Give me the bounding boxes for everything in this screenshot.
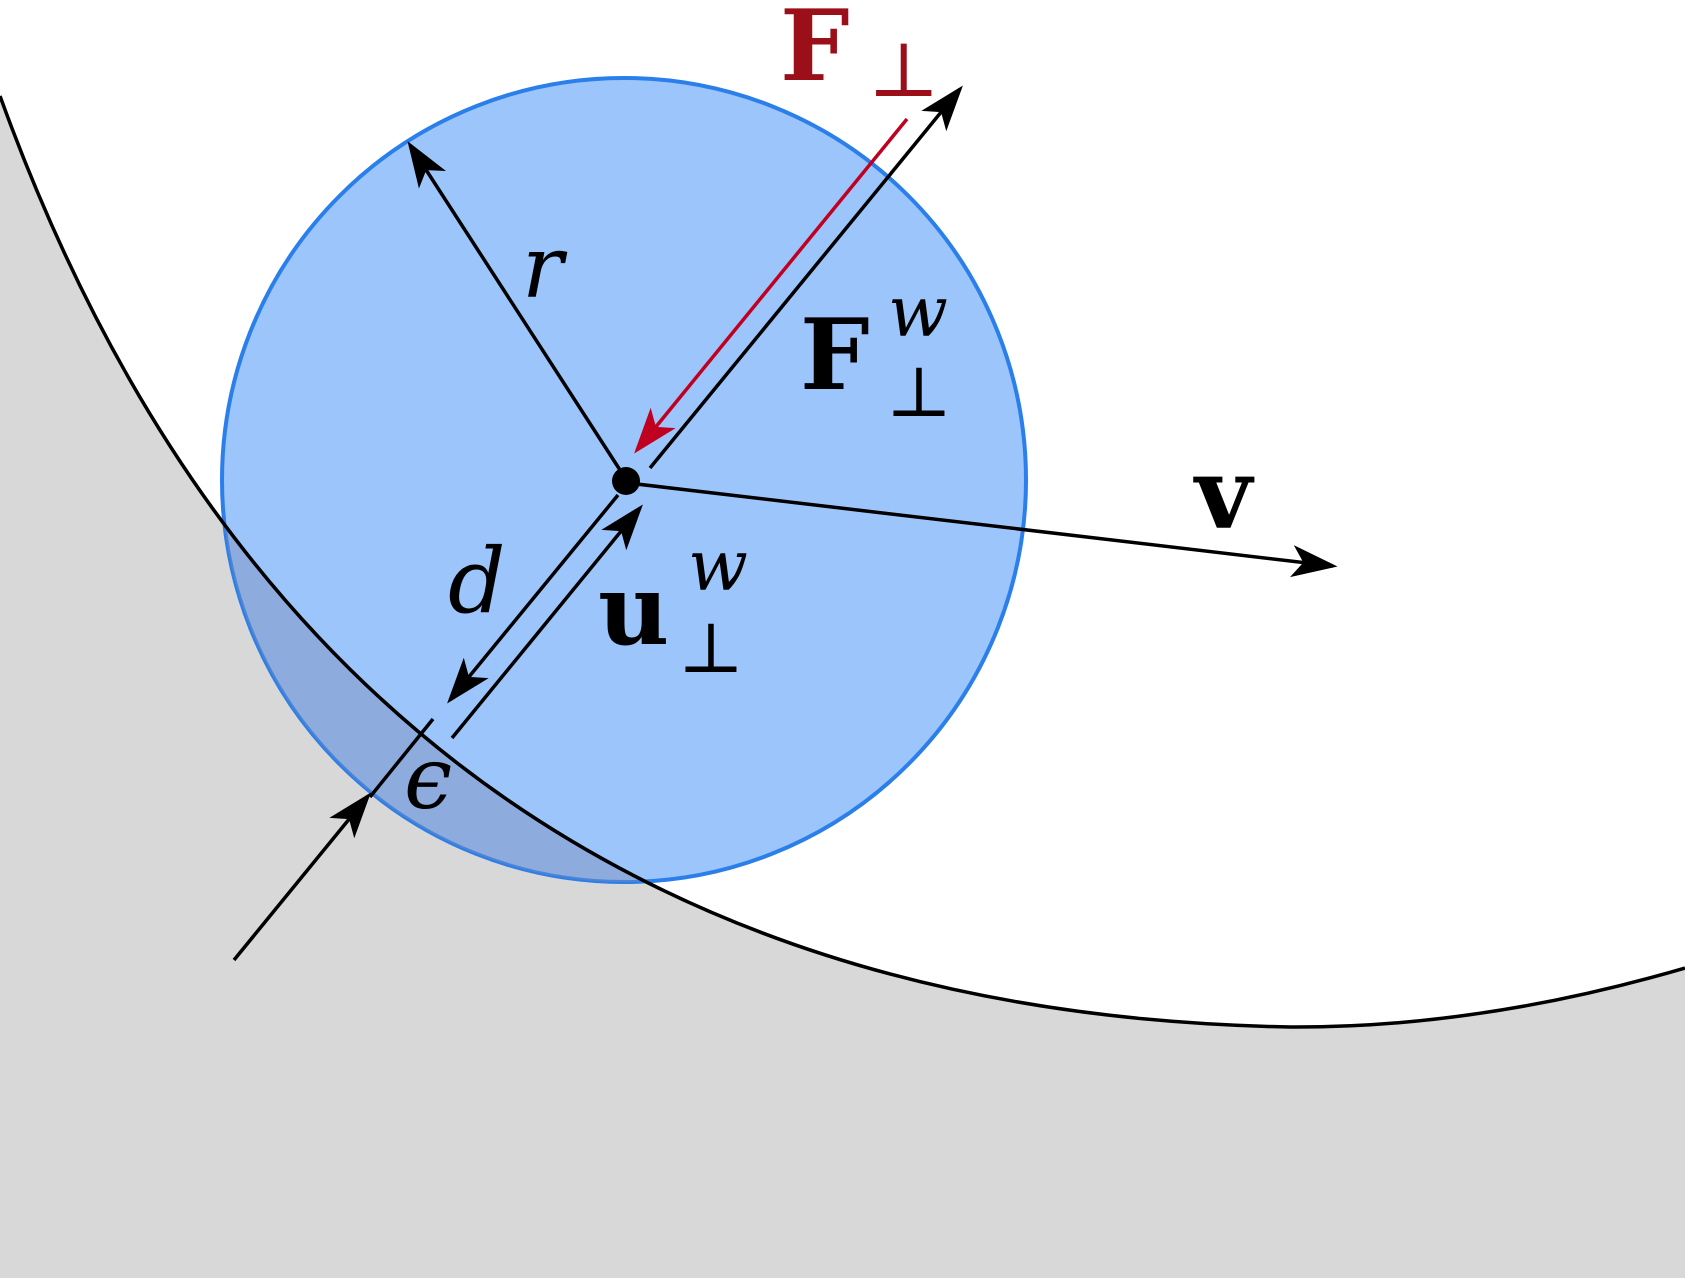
wall-force-arrow [648,85,963,470]
epsilon-arrow [232,792,371,962]
wall-velocity-label-sub: ⊥ [678,607,744,689]
radius-arrow [407,141,622,471]
distance-label: d [448,529,506,634]
center-dot [612,467,640,495]
force-perp-base: F [780,0,850,104]
wall-force-label-sub: ⊥ [886,351,952,433]
wall-boundary [0,95,1685,1029]
epsilon-guide [368,717,435,799]
force-perp-sub: ⊥ [868,25,939,114]
force-perp-arrow [634,117,909,454]
distance-arrow [447,493,620,704]
velocity-arrow [627,481,1338,578]
force-perp-label: F [780,0,850,104]
wall-velocity-label-sup: w [688,525,748,607]
wall-force-label-base: F [800,298,870,413]
epsilon-label: ϵ [404,729,452,829]
wall-velocity-label-base: u [598,553,669,668]
wall-region [0,96,1685,1278]
wall-force-label-sup: w [888,271,948,353]
velocity-label: v [1193,437,1255,552]
wall-velocity-arrow [450,504,643,740]
radius-label: r [522,218,568,318]
